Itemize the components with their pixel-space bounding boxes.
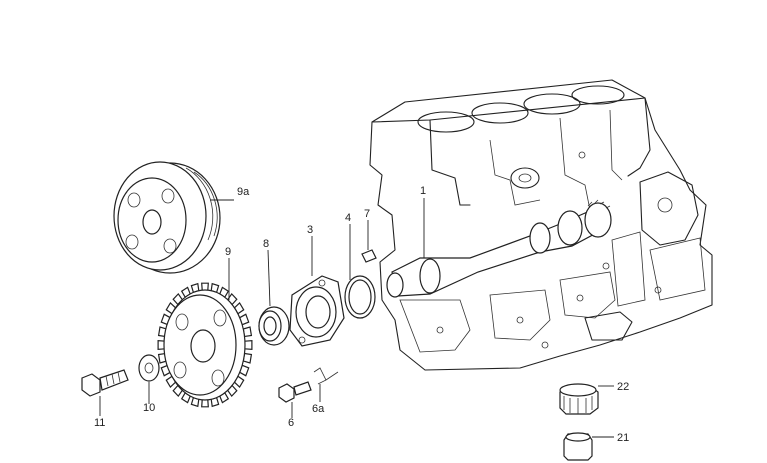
hex-bolt-small [278, 381, 312, 403]
o-ring [344, 275, 376, 319]
callout-labels: 1 3 4 7 8 9 9a 10 11 6 6a 22 21 [94, 185, 629, 444]
callout-10: 10 [143, 402, 155, 414]
intermediate-shaft [386, 199, 612, 298]
callout-3: 3 [307, 224, 313, 236]
engine-block [369, 79, 713, 371]
callout-6a: 6a [312, 403, 325, 415]
shaft-flange [289, 275, 345, 347]
callout-1: 1 [420, 185, 426, 197]
callout-4: 4 [345, 212, 351, 224]
sprocket-tooth [201, 282, 209, 291]
washer [138, 354, 160, 382]
hex-bolt-large [81, 369, 129, 397]
callout-8: 8 [263, 238, 269, 250]
sprocket-tooth [244, 340, 253, 350]
callout-21: 21 [617, 432, 629, 444]
callout-7: 7 [364, 208, 370, 220]
callout-9: 9 [225, 246, 231, 258]
callout-22: 22 [617, 381, 629, 393]
drive-gear [559, 383, 599, 415]
seal-ring [258, 306, 290, 346]
woodruff-key [361, 249, 377, 263]
lock-plate [313, 367, 339, 385]
callout-6: 6 [288, 417, 294, 429]
leader-lines [99, 198, 620, 438]
toothed-sprocket [157, 282, 253, 408]
callout-11: 11 [94, 417, 105, 429]
callout-9a: 9a [237, 186, 250, 198]
bushing [563, 432, 593, 461]
sprocket-tooth [201, 399, 209, 408]
v-belt-pulley [113, 161, 221, 274]
